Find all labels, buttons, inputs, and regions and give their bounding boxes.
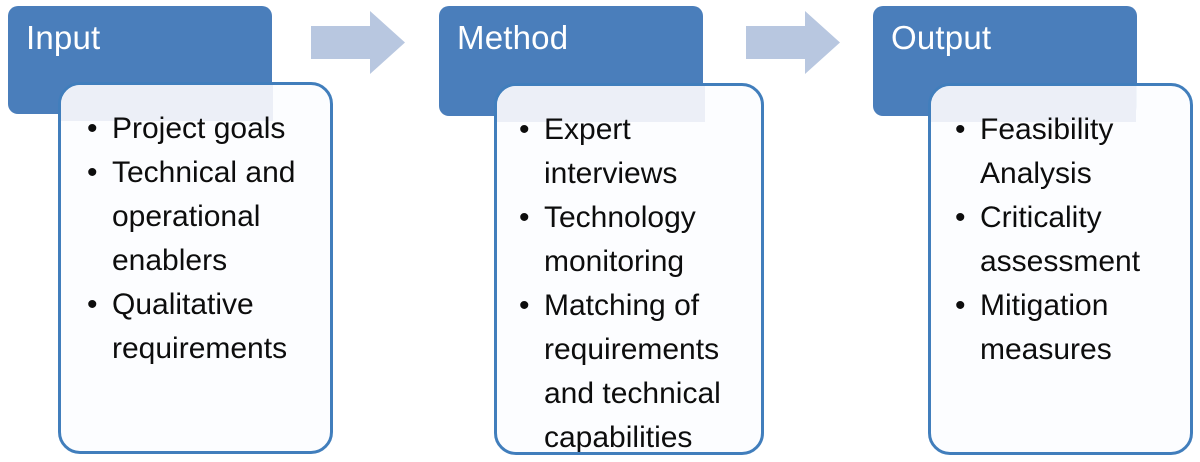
list-item: Feasibility Analysis [955, 108, 1173, 196]
list-item: Criticality assessment [955, 196, 1173, 284]
list-item: Technical and operational enablers [87, 151, 319, 283]
list-item: Matching of requirements and technical c… [519, 284, 744, 452]
bullet-list-input: Project goals Technical and operational … [87, 107, 319, 371]
list-item: Expert interviews [519, 108, 744, 196]
stage-header-label-method: Method [457, 19, 569, 56]
stage-card-method[interactable]: Expert interviews Technology monitoring … [494, 83, 764, 455]
stage-header-output[interactable]: Output [873, 6, 1137, 116]
list-item: Mitigation measures [955, 284, 1173, 372]
bullet-list-method: Expert interviews Technology monitoring … [519, 108, 744, 452]
right-arrow-icon-method-to-output [746, 11, 840, 74]
stage-card-input[interactable]: Project goals Technical and operational … [58, 82, 333, 454]
list-item: Technology monitoring [519, 196, 744, 284]
stage-header-label-input: Input [26, 19, 101, 56]
stage-card-output[interactable]: Feasibility Analysis Criticality assessm… [928, 83, 1193, 455]
list-item: Qualitative requirements [87, 283, 319, 371]
stage-header-label-output: Output [891, 19, 992, 56]
bullet-list-output: Feasibility Analysis Criticality assessm… [955, 108, 1173, 372]
list-item: Project goals [87, 107, 319, 151]
right-arrow-icon-input-to-method [311, 11, 405, 74]
